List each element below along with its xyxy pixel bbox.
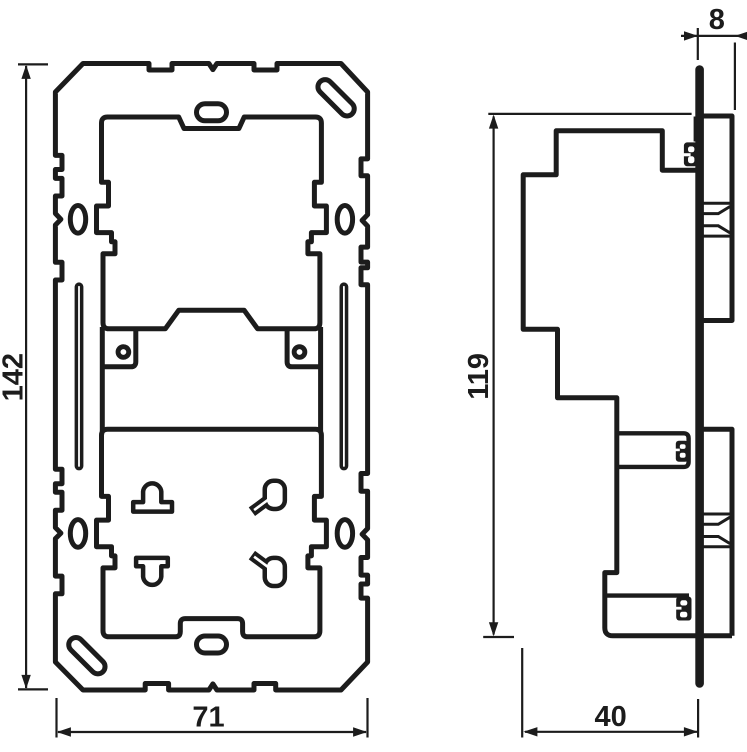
svg-text:142: 142: [0, 353, 29, 401]
svg-text:71: 71: [192, 701, 224, 733]
svg-text:8: 8: [709, 4, 725, 36]
svg-text:40: 40: [594, 701, 626, 733]
svg-text:119: 119: [463, 353, 495, 400]
